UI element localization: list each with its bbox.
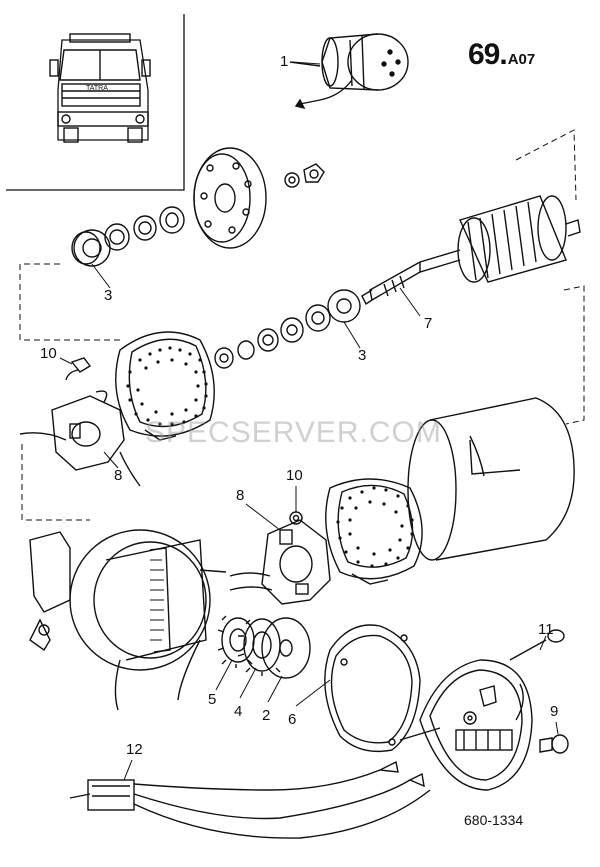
callout-12: 12 bbox=[126, 741, 143, 758]
perforated-band-right bbox=[325, 478, 423, 585]
drawing-number: 680-1334 bbox=[464, 812, 524, 828]
nut-washer-set-top bbox=[284, 163, 325, 188]
sheet-number: 69.A07 bbox=[468, 38, 536, 71]
callout-10-middle: 10 bbox=[286, 467, 303, 484]
perforated-band-left bbox=[115, 331, 215, 441]
sheet-number-main: 69 bbox=[468, 38, 500, 71]
washer-stack-left bbox=[71, 206, 185, 267]
end-cover-right bbox=[399, 629, 565, 791]
brush-plate-left bbox=[19, 357, 141, 487]
callout-5: 5 bbox=[208, 691, 217, 708]
truck-grille-text: TATRA bbox=[86, 85, 108, 92]
gasket bbox=[324, 624, 421, 753]
watermark: SPECSERVER.COM bbox=[145, 416, 442, 449]
callout-11: 11 bbox=[538, 621, 554, 638]
callout-3-right: 3 bbox=[358, 347, 367, 364]
callout-6: 6 bbox=[288, 711, 297, 728]
washer-stack-right bbox=[214, 289, 361, 369]
clutch-assembly bbox=[237, 618, 281, 676]
yoke-housing bbox=[407, 397, 575, 561]
brush-holder-middle bbox=[229, 511, 331, 605]
bolt-part bbox=[539, 734, 569, 754]
callout-9: 9 bbox=[550, 703, 559, 720]
cable-harness bbox=[69, 760, 431, 839]
truck-thumbnail: TATRA bbox=[6, 14, 185, 191]
leader-lines bbox=[59, 61, 559, 781]
sheet-number-suffix: A07 bbox=[507, 51, 536, 68]
callout-2: 2 bbox=[262, 707, 271, 724]
callout-8-middle: 8 bbox=[236, 487, 245, 504]
solenoid-part bbox=[289, 33, 409, 110]
pinion-gear bbox=[217, 615, 255, 668]
callout-8-left: 8 bbox=[114, 467, 123, 484]
callout-4: 4 bbox=[234, 703, 243, 720]
callout-10-left: 10 bbox=[40, 345, 57, 362]
armature bbox=[361, 195, 581, 306]
callout-3-left: 3 bbox=[104, 287, 113, 304]
drive-end-housing bbox=[29, 529, 227, 711]
cover-disk bbox=[261, 617, 311, 679]
callout-1: 1 bbox=[280, 53, 289, 70]
callout-7: 7 bbox=[424, 315, 433, 332]
end-plate bbox=[193, 147, 267, 249]
dashed-assembly-lines bbox=[19, 129, 585, 521]
